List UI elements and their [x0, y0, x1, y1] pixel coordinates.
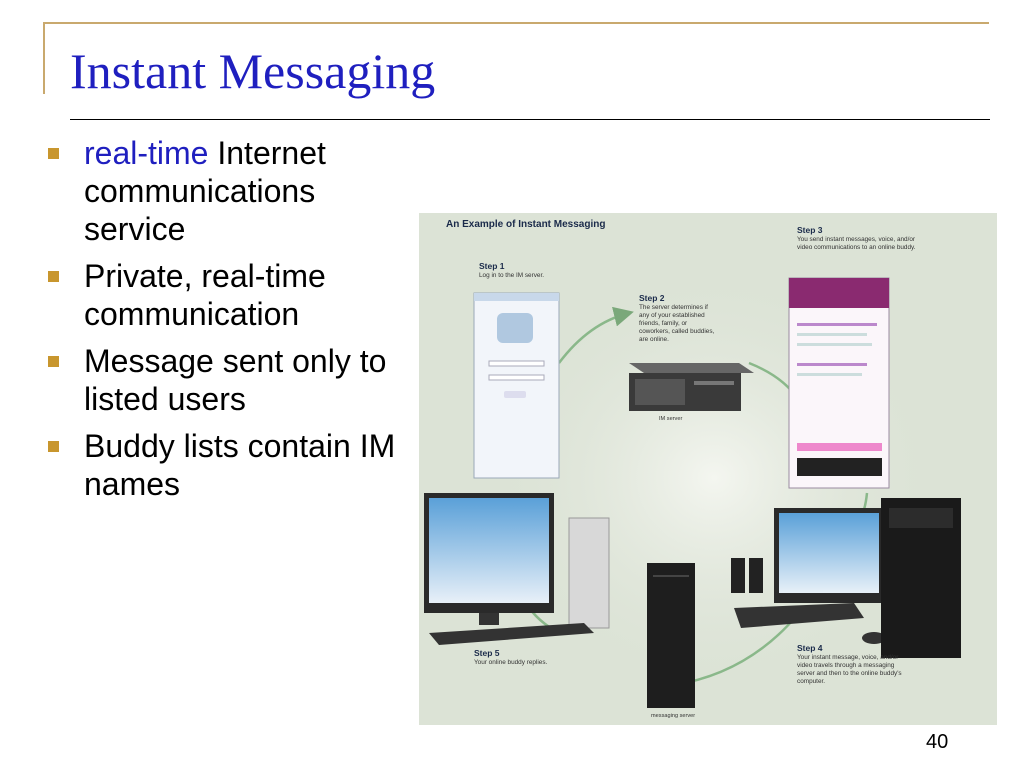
step-4-heading: Step 4 — [797, 643, 823, 653]
login-window-icon — [473, 292, 560, 479]
figure-illustration — [424, 263, 961, 708]
messaging-server-icon — [647, 563, 695, 708]
step-4-body: Your instant message, voice, and/or vide… — [797, 654, 902, 685]
bullet-accent-text: real-time — [84, 135, 209, 171]
im-server-icon — [629, 363, 754, 411]
page-number: 40 — [926, 731, 949, 753]
im-server-label: IM server — [659, 416, 683, 422]
laptop-monitor-icon — [731, 498, 961, 658]
step-2-heading: Step 2 — [639, 293, 665, 303]
bullet-item-3: Message sent only to listed users — [48, 342, 418, 418]
bullet-item-4: Buddy lists contain IM names — [48, 427, 418, 503]
bullet-text: Message sent only to listed users — [84, 343, 387, 417]
messaging-server-label: messaging server — [651, 713, 696, 719]
step-2-body: The server determines if any of your est… — [639, 304, 715, 343]
slide-title: Instant Messaging — [70, 43, 436, 99]
step-1-body: Log in to the IM server. — [479, 272, 545, 279]
frame-vertical — [43, 22, 45, 94]
step-3-body: You send instant messages, voice, and/or… — [797, 236, 916, 251]
bullet-marker — [48, 441, 59, 452]
bullet-marker — [48, 356, 59, 367]
bullet-text: Buddy lists contain IM names — [84, 428, 396, 502]
bullet-item-1: real-time Internet communications servic… — [48, 134, 418, 248]
bullet-marker — [48, 148, 59, 159]
step-3-heading: Step 3 — [797, 225, 823, 235]
bullet-list: real-time Internet communications servic… — [48, 134, 418, 512]
figure-title: An Example of Instant Messaging — [446, 219, 606, 230]
bullet-marker — [48, 271, 59, 282]
bullet-text: Internet communications service — [84, 135, 326, 247]
bullet-item-2: Private, real-time communication — [48, 257, 418, 333]
buddy-list-window-icon — [788, 277, 890, 489]
bullet-text: Private, real-time communication — [84, 258, 326, 332]
step-5-body: Your online buddy replies. — [474, 659, 548, 666]
frame-horizontal — [43, 22, 989, 24]
desktop-computer-icon — [424, 493, 610, 645]
step-1-heading: Step 1 — [479, 261, 505, 271]
step-5-heading: Step 5 — [474, 648, 500, 658]
title-rule — [70, 119, 990, 120]
